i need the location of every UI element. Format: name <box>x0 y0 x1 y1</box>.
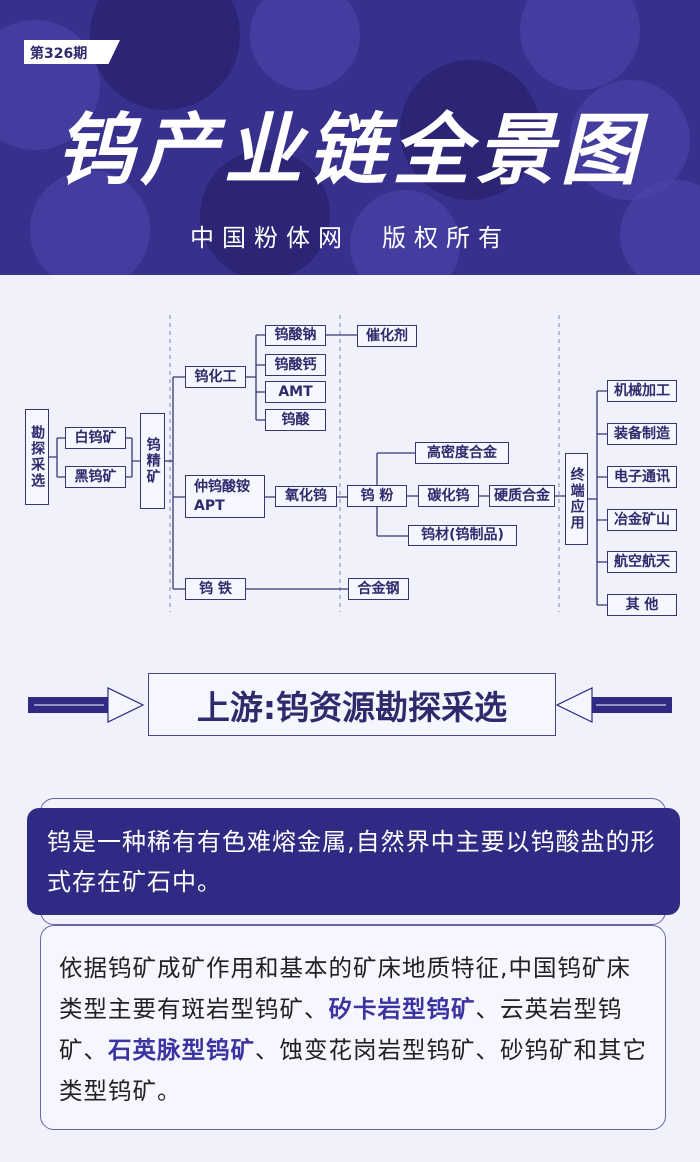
node-alloy-steel: 合金钢 <box>348 578 409 600</box>
banner-arrows <box>28 687 672 723</box>
body-text: 依据钨矿成矿作用和基本的矿床地质特征,中国钨矿床类型主要有斑岩型钨矿、 <box>59 954 631 1023</box>
node-scheelite: 白钨矿 <box>65 427 126 449</box>
app-item: 航空航天 <box>607 551 677 573</box>
node-oxide: 氧化钨 <box>275 486 337 507</box>
app-item: 电子通讯 <box>607 466 677 488</box>
diagram-connectors <box>48 315 607 612</box>
node-sodium-tungstate: 钨酸钠 <box>265 325 326 346</box>
node-tungstic-acid: 钨酸 <box>265 409 326 431</box>
node-products: 钨材(钨制品) <box>408 525 517 546</box>
apt-abbr: APT <box>194 497 225 514</box>
app-item: 其 他 <box>607 594 677 616</box>
body-text: 、云英岩型钨矿、 <box>59 995 623 1064</box>
app-item: 装备制造 <box>607 423 677 445</box>
apt-label: 仲钨酸铵 <box>194 479 250 496</box>
page-title: 钨产业链全景图 <box>55 106 644 196</box>
node-concentrate: 钨精矿 <box>140 413 165 509</box>
issue-badge: 第326期 <box>24 40 120 64</box>
highlight-skarn: 矽卡岩型钨矿 <box>328 995 476 1023</box>
section-heading: 上游:钨资源勘探采选 <box>148 673 556 736</box>
copyright-subtitle: 中国粉体网 版权所有 <box>190 224 510 252</box>
deposit-types-card: 依据钨矿成矿作用和基本的矿床地质特征,中国钨矿床类型主要有斑岩型钨矿、矽卡岩型钨… <box>40 925 666 1130</box>
node-end-use: 终端应用 <box>565 453 588 545</box>
node-explore: 勘探采选 <box>25 409 49 505</box>
node-powder: 钨 粉 <box>347 485 407 507</box>
node-ferro: 钨 铁 <box>185 578 246 600</box>
node-heavy-alloy: 高密度合金 <box>415 442 509 464</box>
app-item: 冶金矿山 <box>607 509 677 531</box>
highlight-quartz-vein: 石英脉型钨矿 <box>108 1036 255 1064</box>
node-amt: AMT <box>265 381 326 403</box>
node-carbide: 碳化钨 <box>418 485 479 507</box>
body-text: 、蚀变花岗岩型钨矿、砂钨矿和其它类型钨矿。 <box>59 1036 647 1105</box>
intro-card: 钨是一种稀有有色难熔金属,自然界中主要以钨酸盐的形式存在矿石中。 <box>27 808 680 915</box>
node-calcium-tungstate: 钨酸钙 <box>265 354 326 376</box>
node-wolframite: 黑钨矿 <box>65 466 126 488</box>
hero-banner: 第326期 钨产业链全景图 中国粉体网 版权所有 <box>0 0 700 275</box>
node-chem: 钨化工 <box>185 366 246 388</box>
node-catalyst: 催化剂 <box>357 325 417 347</box>
app-item: 机械加工 <box>607 380 677 402</box>
node-cemented-carbide: 硬质合金 <box>489 485 555 507</box>
